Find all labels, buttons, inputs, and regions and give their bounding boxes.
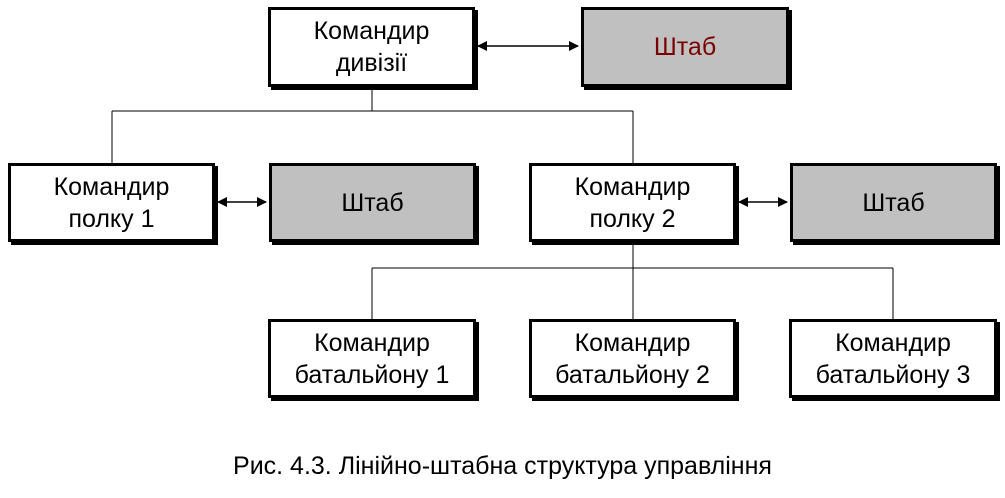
division-commander-box: Командир дивізії: [268, 7, 475, 87]
regiment1-commander-box: Командир полку 1: [8, 163, 215, 242]
battalion2-commander-label: Командир батальйону 2: [555, 328, 710, 389]
regiment2-commander-label: Командир полку 2: [574, 172, 691, 233]
regiment1-staff-box: Штаб: [269, 163, 476, 242]
battalion3-commander-label: Командир батальйону 3: [815, 328, 971, 389]
regiment2-staff-box: Штаб: [790, 163, 997, 242]
battalion2-commander-box: Командир батальйону 2: [529, 319, 736, 398]
regiment1-staff-label: Штаб: [341, 188, 404, 217]
battalion1-commander-box: Командир батальйону 1: [268, 319, 476, 398]
division-commander-label: Командир дивізії: [313, 17, 430, 77]
regiment2-staff-label: Штаб: [862, 188, 925, 217]
figure-caption: Рис. 4.3. Лінійно-штабна структура управ…: [233, 452, 772, 480]
battalion3-commander-box: Командир батальйону 3: [789, 319, 997, 398]
regiment2-commander-box: Командир полку 2: [529, 163, 736, 242]
battalion1-commander-label: Командир батальйону 1: [294, 328, 450, 389]
division-staff-box: Штаб: [581, 7, 789, 87]
regiment1-commander-label: Командир полку 1: [53, 172, 170, 233]
division-staff-label: Штаб: [653, 33, 717, 61]
